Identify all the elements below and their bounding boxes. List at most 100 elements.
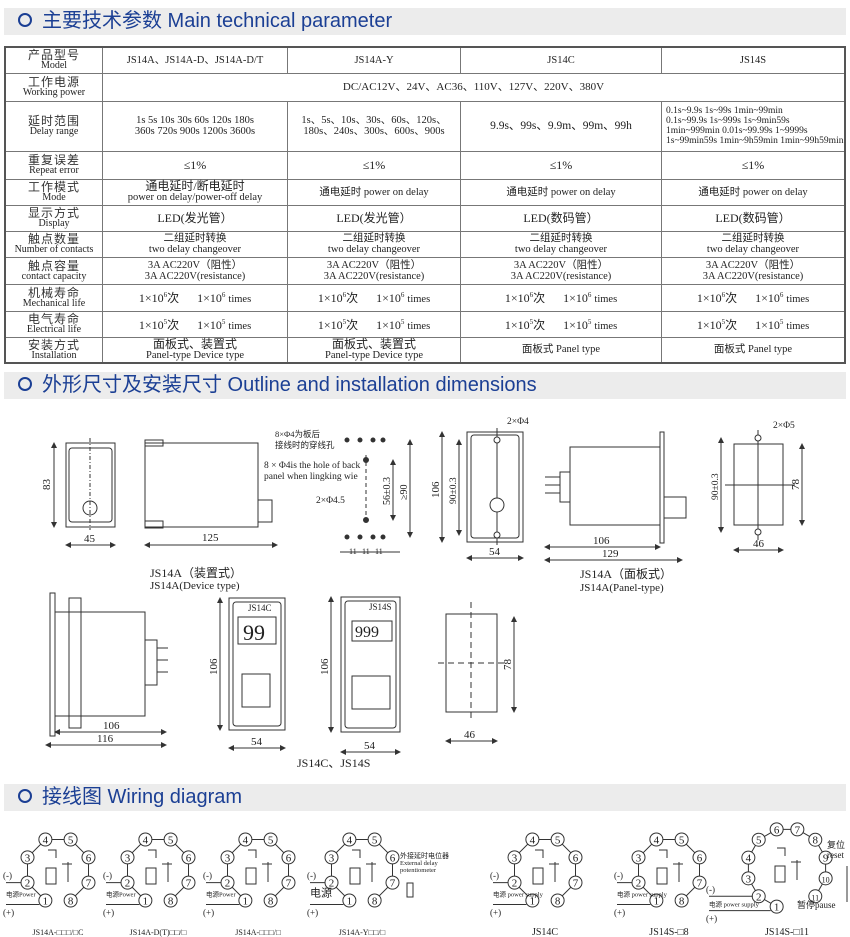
contact-symbol-icon (248, 849, 272, 882)
pin-circle (769, 822, 784, 837)
pin-circle (63, 832, 78, 847)
life-unit-en: times (228, 320, 252, 332)
life-base: 1×10 (504, 317, 530, 332)
label-zh: 触点容量 (27, 258, 80, 273)
pin-number: 1 (347, 895, 353, 907)
power-label: 电源 power supply (617, 890, 668, 899)
display-cell: LED(发光管） (287, 204, 461, 232)
contacts-en: two delay changeover (514, 244, 608, 255)
pin-circle (692, 850, 707, 865)
pin-circle (818, 871, 833, 886)
wiring-trace (27, 839, 89, 901)
pin-circle (120, 850, 135, 865)
pin-number: 7 (286, 878, 292, 890)
pin-circle (790, 822, 805, 837)
section-header-wiring: 接线图 Wiring diagram (4, 784, 846, 811)
model-cell: JS14C (460, 46, 662, 74)
hole-note-zh: 接线时的穿线孔 (275, 440, 335, 450)
caption-panel-zh: JS14A（面板式） (580, 567, 672, 581)
wiring-caption: JS14A-Y□□/□ (339, 928, 386, 937)
capacity-zh: 3A AC220V（阻性） (705, 259, 801, 271)
model-label: JS14C (248, 603, 272, 613)
pin-number: 4 (143, 835, 149, 847)
digital-side-view: 106 116 (45, 592, 168, 748)
life-exp: 6 (163, 291, 168, 299)
life-exp: 6 (587, 291, 592, 299)
install-zh: 面板式、装置式 (331, 336, 416, 351)
dim-90min: ≥90 (399, 485, 410, 501)
dim-106: 106 (208, 658, 220, 675)
pin-number: 5 (372, 835, 378, 847)
pin-number: 2 (636, 878, 642, 890)
label-zh: 触点数量 (27, 232, 80, 246)
pin-number: 6 (286, 852, 292, 864)
pin-circle (81, 875, 96, 890)
delay-line: 1s 5s 10s 30s 60s 120s 180s (136, 115, 254, 126)
caption-js14c-js14s: JS14C、JS14S (297, 756, 370, 770)
pin-circle (163, 832, 178, 847)
pot-label-en: External delay (400, 860, 438, 867)
pin-number: 6 (697, 852, 703, 864)
hole-note-zh: 8×Φ4为板后 (275, 429, 321, 439)
install-en: Panel-type Device type (325, 349, 423, 361)
pin-number: 1 (143, 895, 149, 907)
pin-number: 3 (512, 852, 518, 864)
dim-11: 11 (362, 547, 370, 556)
life-base: 1×10 (755, 317, 780, 332)
pin-circle (568, 850, 583, 865)
delay-line: 360s 720s 900s 1200s 3600s (134, 126, 256, 137)
minus-label: (-) (3, 871, 12, 881)
pin-circle (324, 850, 339, 865)
device-front-view: 83 45 (41, 438, 116, 548)
label-en: Repeat error (29, 165, 79, 176)
thumbwheel-switch (241, 673, 271, 708)
label-zh: 工作电源 (27, 75, 80, 89)
life-unit-zh: 次 (725, 317, 738, 332)
circle-bullet-icon (18, 12, 32, 27)
life-unit-zh: 次 (167, 291, 180, 305)
circle-bullet-icon (18, 376, 32, 391)
pin-circle (263, 893, 278, 908)
label-zh: 工作模式 (27, 180, 80, 194)
led-display: 999 (355, 624, 379, 641)
pin-number: 2 (125, 878, 131, 890)
pin-number: 4 (746, 853, 752, 865)
pin-number: 2 (329, 878, 335, 890)
plus-label: (+) (490, 907, 501, 917)
pot-label-zh: 外接延时电位器 (400, 851, 449, 860)
wiring-trace (331, 839, 393, 901)
contact-symbol-icon (48, 849, 72, 882)
life-unit-zh: 次 (533, 317, 546, 332)
wiring-caption: JS14A-D(T)□□/□ (130, 928, 187, 937)
pin-circle (342, 893, 357, 908)
contacts-zh: 二组延时转换 (529, 233, 593, 244)
pin-number: 3 (125, 852, 131, 864)
life-unit-en: times (407, 320, 431, 332)
pin-circle (525, 832, 540, 847)
dim-106: 106 (319, 658, 331, 675)
pin-circle (741, 850, 756, 865)
life-exp: 6 (721, 291, 726, 299)
pin-number: 4 (347, 835, 353, 847)
reset-label-en: reset (827, 850, 844, 860)
wiring-trace (127, 839, 189, 901)
power-label: 电源 power supply (493, 890, 544, 899)
dim-45: 45 (84, 533, 96, 545)
dim-56: 56±0.3 (382, 477, 393, 505)
power-label: 电源Power (106, 890, 136, 899)
pot-label-en: potentiometer (400, 867, 437, 874)
